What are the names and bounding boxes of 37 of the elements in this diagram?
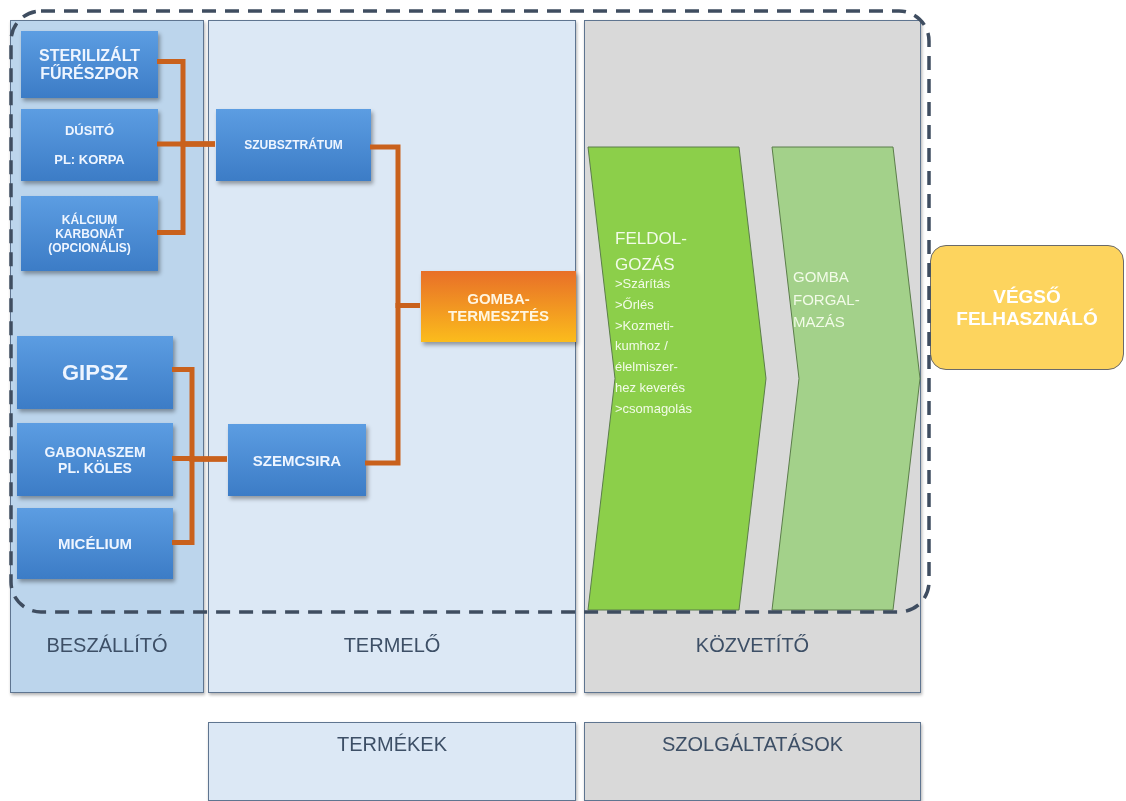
column-title: KÖZVETÍTŐ	[695, 634, 810, 657]
connector-line	[365, 303, 420, 466]
box-text: STERILIZÁLT FŰRÉSZPOR	[38, 46, 141, 83]
process-box	[228, 424, 366, 496]
end-box	[930, 245, 1124, 370]
step-list: >Szárítás >Őrlés >Kozmeti- kumhoz / élelmiszer- hez keverés >csomagolás	[615, 274, 699, 420]
column-title: SZOLGÁLTATÁSOK	[661, 733, 844, 756]
box-subtext: PL: KORPA	[54, 152, 125, 167]
step-title: FELDOL- GOZÁS	[615, 228, 688, 276]
step-title: GOMBA FORGAL- MAZÁS	[793, 267, 861, 332]
process-box	[17, 423, 173, 496]
column-title: TERMELŐ	[343, 634, 441, 657]
process-box	[21, 109, 158, 181]
box-text: MICÉLIUM	[57, 535, 133, 552]
box-text: VÉGSŐ FELHASZNÁLÓ	[955, 285, 1099, 330]
process-box	[17, 336, 173, 409]
box-text: GOMBA- TERMESZTÉS	[447, 289, 550, 324]
box-text: SZUBSZTRÁTUM	[244, 138, 343, 152]
connector-line	[172, 456, 227, 545]
box-text: DÚSITÓ	[64, 123, 115, 138]
process-box	[21, 196, 158, 271]
box-text: SZEMCSIRA	[252, 451, 342, 469]
column-panel	[208, 20, 576, 693]
column-panel	[10, 20, 204, 693]
category-panel	[584, 722, 921, 801]
connector-line	[157, 141, 215, 235]
process-box	[21, 31, 158, 98]
column-panel	[584, 20, 921, 693]
box-text: GABONASZEM PL. KÖLES	[43, 443, 147, 476]
column-title: TERMÉKEK	[337, 733, 447, 756]
process-box	[17, 508, 173, 579]
process-box	[216, 109, 371, 181]
column-title: BESZÁLLÍTÓ	[46, 634, 168, 657]
process-box	[421, 271, 576, 342]
category-panel	[208, 722, 576, 801]
box-text: GIPSZ	[62, 359, 128, 386]
box-text: KÁLCIUM KARBONÁT (OPCIONÁLIS)	[47, 212, 132, 255]
